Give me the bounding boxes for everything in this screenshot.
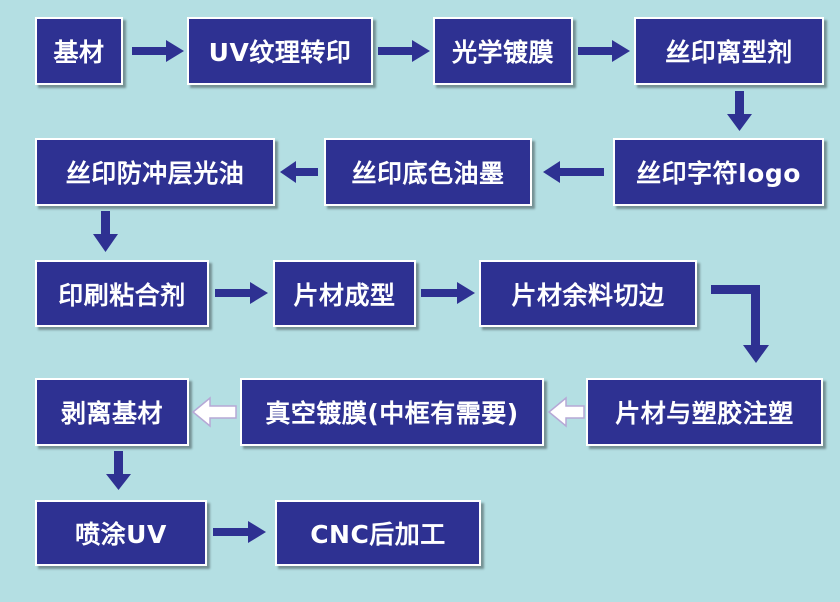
arrow-right-6 [213, 521, 266, 543]
arrow-right-5 [421, 282, 475, 304]
arrow-right-3 [578, 40, 630, 62]
step-label: 片材与塑胶注塑 [615, 399, 794, 428]
step-label: 真空镀膜(中框有需要) [265, 399, 519, 428]
step-sheet-forming: 片材成型 [273, 260, 416, 327]
arrow-left-1 [543, 161, 604, 183]
step-cnc-finishing: CNC后加工 [275, 500, 481, 566]
step-label: 片材余料切边 [511, 280, 665, 310]
arrow-hollow-left-1 [547, 396, 585, 428]
step-silkscreen-logo: 丝印字符logo [613, 138, 824, 206]
step-optical-coating: 光学镀膜 [433, 17, 573, 85]
step-vacuum-coating: 真空镀膜(中框有需要) [240, 378, 544, 446]
step-print-adhesive: 印刷粘合剂 [35, 260, 209, 327]
step-silkscreen-protective-varnish: 丝印防冲层光油 [35, 138, 275, 206]
step-sheet-injection-molding: 片材与塑胶注塑 [586, 378, 823, 446]
step-label: CNC后加工 [310, 520, 446, 549]
step-spray-uv: 喷涂UV [35, 500, 207, 566]
arrow-down-3 [106, 451, 131, 490]
arrow-down-2 [93, 211, 118, 252]
step-substrate: 基材 [35, 17, 123, 85]
step-label: 基材 [53, 38, 105, 67]
arrow-hollow-left-2 [191, 396, 237, 428]
step-peel-substrate: 剥离基材 [35, 378, 189, 446]
arrow-down-1 [727, 91, 752, 131]
step-label: 印刷粘合剂 [58, 280, 186, 310]
step-label: 丝印字符logo [636, 159, 801, 188]
arrow-right-4 [215, 282, 268, 304]
step-label: UV纹理转印 [208, 38, 352, 67]
step-label: 喷涂UV [75, 520, 167, 549]
step-label: 丝印离型剂 [665, 38, 793, 67]
step-sheet-trimming: 片材余料切边 [479, 260, 697, 327]
step-label: 光学镀膜 [451, 38, 554, 67]
step-silkscreen-release-agent: 丝印离型剂 [634, 17, 824, 85]
step-label: 丝印防冲层光油 [65, 159, 245, 188]
step-uv-texture-transfer: UV纹理转印 [187, 17, 373, 85]
arrow-right-2 [378, 40, 430, 62]
arrow-elbow-down [711, 285, 769, 363]
arrow-right-1 [132, 40, 184, 62]
step-label: 片材成型 [293, 280, 396, 310]
step-label: 丝印底色油墨 [351, 159, 505, 188]
step-silkscreen-base-ink: 丝印底色油墨 [324, 138, 532, 206]
arrow-left-2 [280, 161, 318, 183]
step-label: 剥离基材 [60, 399, 163, 428]
